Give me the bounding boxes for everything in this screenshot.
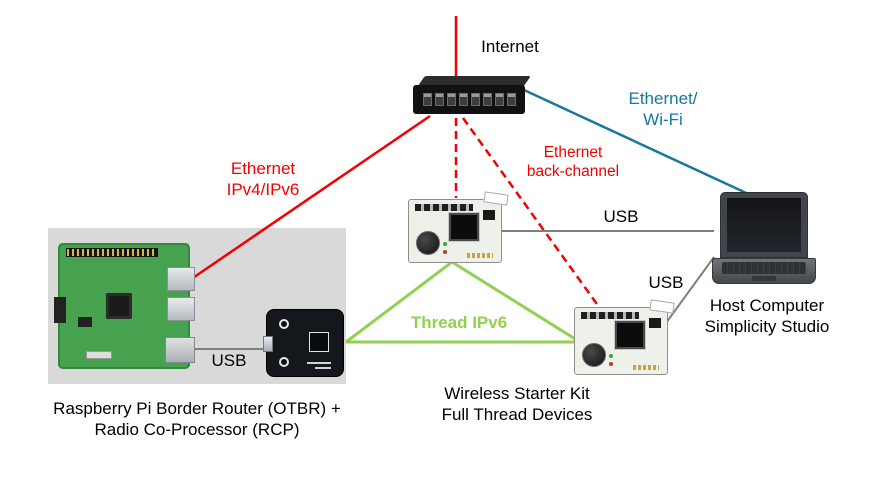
switch-port (506, 93, 516, 106)
laptop-display (727, 198, 801, 252)
backchannel-line-bottom (461, 117, 609, 319)
switch-port (494, 93, 504, 106)
push-button (279, 357, 289, 367)
ethernet-backchannel-label-line1: Ethernet (543, 144, 603, 161)
host-computer-caption-line1: Host Computer (709, 296, 825, 315)
radio-chip (649, 318, 661, 328)
ethernet-wifi-label-line2: Wi-Fi (643, 110, 683, 129)
ethernet-ipv4-line (183, 114, 431, 286)
usb-port (167, 297, 195, 321)
ethernet-ipv4-label: Ethernet IPv4/IPv6 (227, 158, 300, 200)
ethernet-backchannel-label: Ethernet back-channel (527, 143, 619, 181)
usb-label-wstk-bottom: USB (648, 273, 684, 292)
lcd-display (448, 212, 480, 242)
soc-chip (106, 293, 132, 319)
ethernet-backchannel-label-line2: back-channel (526, 163, 620, 180)
thread-line-right (451, 260, 581, 344)
ethernet-ipv4-label-line2: IPv4/IPv6 (226, 180, 300, 199)
gpio-header (66, 248, 158, 257)
laptop-trackpad (752, 276, 776, 281)
gold-contacts (633, 365, 659, 370)
wstk-board-top-image (408, 191, 509, 263)
green-led (609, 354, 613, 358)
rcp-board-image (263, 309, 344, 377)
host-computer-caption-line2: Simplicity Studio (704, 317, 830, 336)
border-router-caption-line1: Raspberry Pi Border Router (OTBR) + (53, 399, 341, 418)
radio-chip (309, 332, 329, 352)
switch-front-face (413, 85, 525, 114)
small-chip (78, 317, 92, 327)
internet-label: Internet (481, 37, 539, 56)
radio-chip (483, 210, 495, 220)
coin-cell (582, 343, 606, 367)
switch-port (458, 93, 468, 106)
usb-port (167, 267, 195, 291)
green-led (443, 242, 447, 246)
host-computer-caption: Host Computer Simplicity Studio (705, 295, 830, 337)
border-router-caption: Raspberry Pi Border Router (OTBR) + Radi… (53, 398, 341, 440)
ethernet-wifi-label-line1: Ethernet/ (628, 89, 698, 108)
usb-connector (263, 336, 273, 352)
connector-strip (581, 312, 639, 319)
usb-label-rcp: USB (211, 351, 247, 370)
dsi-connector (86, 351, 112, 359)
gold-contacts (467, 253, 493, 258)
thread-ipv6-label: Thread IPv6 (410, 313, 508, 332)
laptop-image (712, 192, 816, 288)
ethernet-switch-image (413, 76, 531, 116)
switch-port (446, 93, 456, 106)
laptop-screen (720, 192, 808, 258)
switch-port (434, 93, 444, 106)
raspberry-pi-image (54, 243, 195, 369)
switch-port (422, 93, 432, 106)
laptop-keyboard (722, 262, 806, 274)
silkscreen-mark (307, 362, 331, 364)
coin-cell (416, 231, 440, 255)
border-router-caption-line2: Radio Co-Processor (RCP) (94, 420, 300, 439)
switch-port (470, 93, 480, 106)
sd-card-slot (54, 297, 66, 323)
wstk-board-bottom-image (574, 299, 675, 375)
thread-line-left (345, 260, 453, 344)
wstk-caption: Wireless Starter Kit Full Thread Devices (442, 383, 593, 425)
ethernet-ipv4-label-line1: Ethernet (230, 159, 296, 178)
ethernet-wifi-line (523, 88, 758, 200)
push-button (279, 319, 289, 329)
label-tag (649, 299, 675, 314)
usb-label-wstk-top: USB (603, 207, 639, 226)
wstk-caption-line1: Wireless Starter Kit (444, 384, 590, 403)
ethernet-wifi-label: Ethernet/ Wi-Fi (629, 88, 698, 130)
red-led (443, 250, 447, 254)
laptop-base (712, 258, 816, 284)
switch-port (482, 93, 492, 106)
red-led (609, 362, 613, 366)
lcd-display (614, 320, 646, 350)
silkscreen-mark (315, 367, 331, 369)
ethernet-port (165, 337, 195, 363)
connector-strip (415, 204, 473, 211)
label-tag (483, 191, 509, 206)
wstk-caption-line2: Full Thread Devices (441, 405, 593, 424)
